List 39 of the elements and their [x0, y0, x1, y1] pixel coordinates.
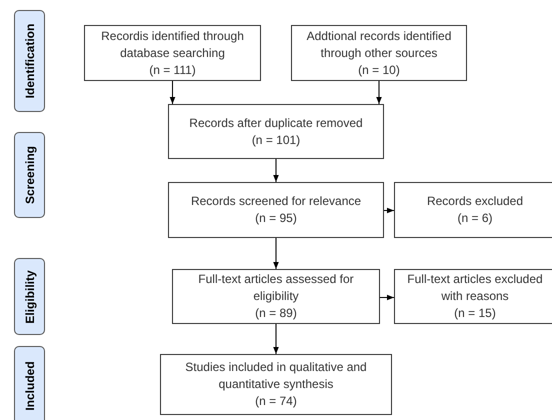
box-text: Addtional records identified through other sources: [306, 28, 452, 62]
count-text: (n = 15): [454, 305, 496, 322]
arrow: [170, 80, 176, 104]
stage-text: Identification: [22, 24, 36, 98]
stage-text: Screening: [22, 146, 36, 204]
process-box: [168, 104, 384, 159]
stage-label: [14, 346, 45, 420]
box-text: Records screened for relevance: [190, 193, 362, 210]
count-text: (n = 74): [255, 393, 297, 410]
count-text: (n = 6): [457, 210, 492, 227]
process-box: [394, 182, 552, 238]
process-box: [168, 182, 384, 238]
count-text: (n = 89): [255, 305, 297, 322]
arrow: [273, 238, 279, 270]
count-text: (n = 101): [252, 132, 300, 148]
box-text: Studies included in qualitative and quantitative synthesis: [184, 359, 368, 393]
arrow: [380, 294, 394, 300]
count-text: (n = 95): [255, 210, 297, 227]
stage-text: Included: [22, 361, 36, 411]
arrow: [273, 158, 279, 182]
box-text: Full-text articles excluded with reasons: [406, 271, 544, 305]
stage-label: [14, 258, 45, 335]
count-text: (n = 10): [358, 62, 400, 78]
arrow: [376, 80, 382, 104]
stage-label: [14, 132, 45, 218]
arrow: [384, 208, 394, 214]
box-text: Records excluded: [426, 193, 524, 210]
arrow: [273, 324, 279, 354]
count-text: (n = 111): [149, 62, 196, 78]
process-box: [160, 354, 392, 415]
stage-label: [14, 10, 45, 112]
box-text: Records after duplicate removed: [189, 114, 363, 132]
box-text: Full-text articles assessed for eligibility: [197, 271, 355, 305]
box-text: Recordis identified through database searching: [100, 28, 245, 62]
stage-text: Eligibility: [22, 270, 36, 324]
process-box: [172, 269, 380, 324]
process-box: [291, 25, 467, 81]
process-box: [84, 25, 261, 81]
process-box: [394, 269, 552, 324]
